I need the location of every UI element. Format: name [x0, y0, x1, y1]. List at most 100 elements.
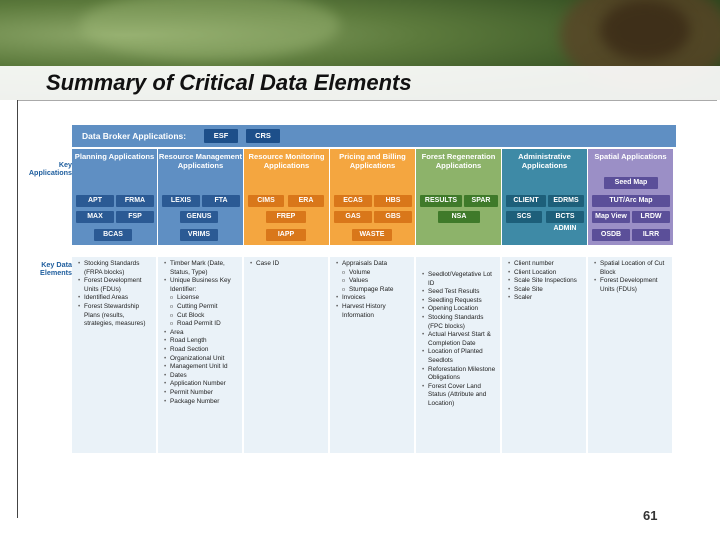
app-badge: EDRMS: [548, 195, 584, 207]
app-badge: GBS: [374, 211, 412, 223]
app-badge: HBS: [374, 195, 412, 207]
column-header: Pricing and Billing Applications: [339, 152, 406, 170]
app-badge: FREP: [266, 211, 306, 223]
app-badge: ILRR: [632, 229, 670, 241]
app-badge: APT: [76, 195, 114, 207]
data-elements-list: Appraisals DataVolumeValuesStumpage Rate…: [330, 257, 414, 320]
column-header: Administrative Applications: [518, 152, 571, 170]
data-element-item: Dates: [164, 372, 240, 381]
data-elements-cell-2: Timber Mark (Date, Status, Type)Unique B…: [158, 257, 243, 453]
data-element-item: Forest Stewardship Plans (results, strat…: [78, 303, 154, 329]
data-elements-list: Case ID: [244, 257, 328, 269]
data-elements-cell-6: Client numberClient LocationScale Site I…: [502, 257, 587, 453]
slide-title: Summary of Critical Data Elements: [46, 70, 412, 95]
row-label-key-data-elements: Key Data Elements: [40, 260, 72, 277]
data-element-item: Road Section: [164, 346, 240, 355]
data-element-item: Area: [164, 329, 240, 338]
title-strip: [0, 66, 720, 100]
data-element-item: Road Permit ID: [164, 320, 240, 329]
app-badge: RESULTS: [420, 195, 462, 207]
data-element-item: Stumpage Rate: [336, 286, 412, 295]
data-element-item: Seedling Requests: [422, 297, 498, 306]
data-element-item: Spatial Location of Cut Block: [594, 260, 670, 277]
app-badge: Map View: [592, 211, 630, 223]
app-badge: LEXIS: [162, 195, 200, 207]
app-badge: NSA: [438, 211, 480, 223]
app-badge: CIMS: [248, 195, 284, 207]
app-badge: SPAR: [464, 195, 498, 207]
column-header: Planning Applications: [74, 152, 155, 161]
data-elements-list: Stocking Standards (FRPA blocks)Forest D…: [72, 257, 156, 329]
data-element-item: Harvest History Information: [336, 303, 412, 320]
data-elements-cell-5: Seedlot/Vegetative Lot IDSeed Test Resul…: [416, 257, 501, 453]
app-badge: WASTE: [352, 229, 392, 241]
data-element-item: License: [164, 294, 240, 303]
data-element-item: Location of Planted Seedlots: [422, 348, 498, 365]
app-badge: ECAS: [334, 195, 372, 207]
column-header: Resource Monitoring Applications: [248, 152, 325, 170]
app-badge: BCAS: [94, 229, 132, 241]
data-element-item: Actual Harvest Start & Completion Date: [422, 331, 498, 348]
app-badge: TUT/Arc Map: [592, 195, 670, 207]
data-element-item: Timber Mark (Date, Status, Type): [164, 260, 240, 277]
divider-vertical: [17, 100, 18, 518]
data-element-item: Scale Site: [508, 286, 584, 295]
data-elements-cell-3: Case ID: [244, 257, 329, 453]
data-element-item: Package Number: [164, 398, 240, 407]
data-element-item: Scaler: [508, 294, 584, 303]
row-label-key-applications: Key Applications: [28, 160, 72, 177]
app-badge: BCTS ADMIN: [546, 211, 584, 232]
data-element-item: Road Length: [164, 337, 240, 346]
page-number: 61: [643, 508, 658, 523]
data-elements-list: Client numberClient LocationScale Site I…: [502, 257, 586, 303]
data-elements-list: Timber Mark (Date, Status, Type)Unique B…: [158, 257, 242, 406]
data-element-item: Permit Number: [164, 389, 240, 398]
data-element-item: Volume: [336, 269, 412, 278]
data-element-item: Unique Business Key Identifier:: [164, 277, 240, 294]
data-element-item: Case ID: [250, 260, 326, 269]
data-element-item: Client Location: [508, 269, 584, 278]
app-badge: CLIENT: [506, 195, 546, 207]
data-element-item: Application Number: [164, 380, 240, 389]
data-elements-cell-4: Appraisals DataVolumeValuesStumpage Rate…: [330, 257, 415, 453]
data-elements-list: Seedlot/Vegetative Lot IDSeed Test Resul…: [416, 257, 500, 409]
column-header: Resource Management Applications: [158, 152, 243, 170]
data-element-item: Values: [336, 277, 412, 286]
app-badge: LRDW: [632, 211, 670, 223]
data-element-item: Client number: [508, 260, 584, 269]
light-bokeh: [80, 0, 340, 60]
app-badge: ERA: [288, 195, 324, 207]
applications-diagram: Key Applications Key Data Elements Data …: [20, 125, 676, 453]
app-badge: GENUS: [180, 211, 218, 223]
app-badge: FTA: [202, 195, 240, 207]
pine-cone-shadow: [600, 0, 690, 60]
data-element-item: Cut Block: [164, 312, 240, 321]
column-header: Forest Regeneration Applications: [421, 152, 496, 170]
data-elements-list: Spatial Location of Cut BlockForest Deve…: [588, 257, 672, 294]
app-badge: OSDB: [592, 229, 630, 241]
data-element-item: Forest Cover Land Status (Attribute and …: [422, 383, 498, 409]
app-badge: Seed Map: [604, 177, 658, 189]
broker-app-esf: ESF: [204, 129, 238, 143]
data-broker-label: Data Broker Applications:: [82, 131, 187, 141]
data-element-item: Seed Test Results: [422, 288, 498, 297]
data-element-item: Stocking Standards (FRPA blocks): [78, 260, 154, 277]
data-element-item: Forest Development Units (FDUs): [78, 277, 154, 294]
app-badge: GAS: [334, 211, 372, 223]
data-element-item: Stocking Standards (FPC blocks): [422, 314, 498, 331]
column-header: Spatial Applications: [594, 152, 667, 161]
app-badge: VRIMS: [180, 229, 218, 241]
app-badge: FSP: [116, 211, 154, 223]
data-element-item: Scale Site Inspections: [508, 277, 584, 286]
divider-horizontal: [17, 100, 717, 101]
data-element-item: Seedlot/Vegetative Lot ID: [422, 271, 498, 288]
data-elements-cell-7: Spatial Location of Cut BlockForest Deve…: [588, 257, 673, 453]
data-element-item: Opening Location: [422, 305, 498, 314]
